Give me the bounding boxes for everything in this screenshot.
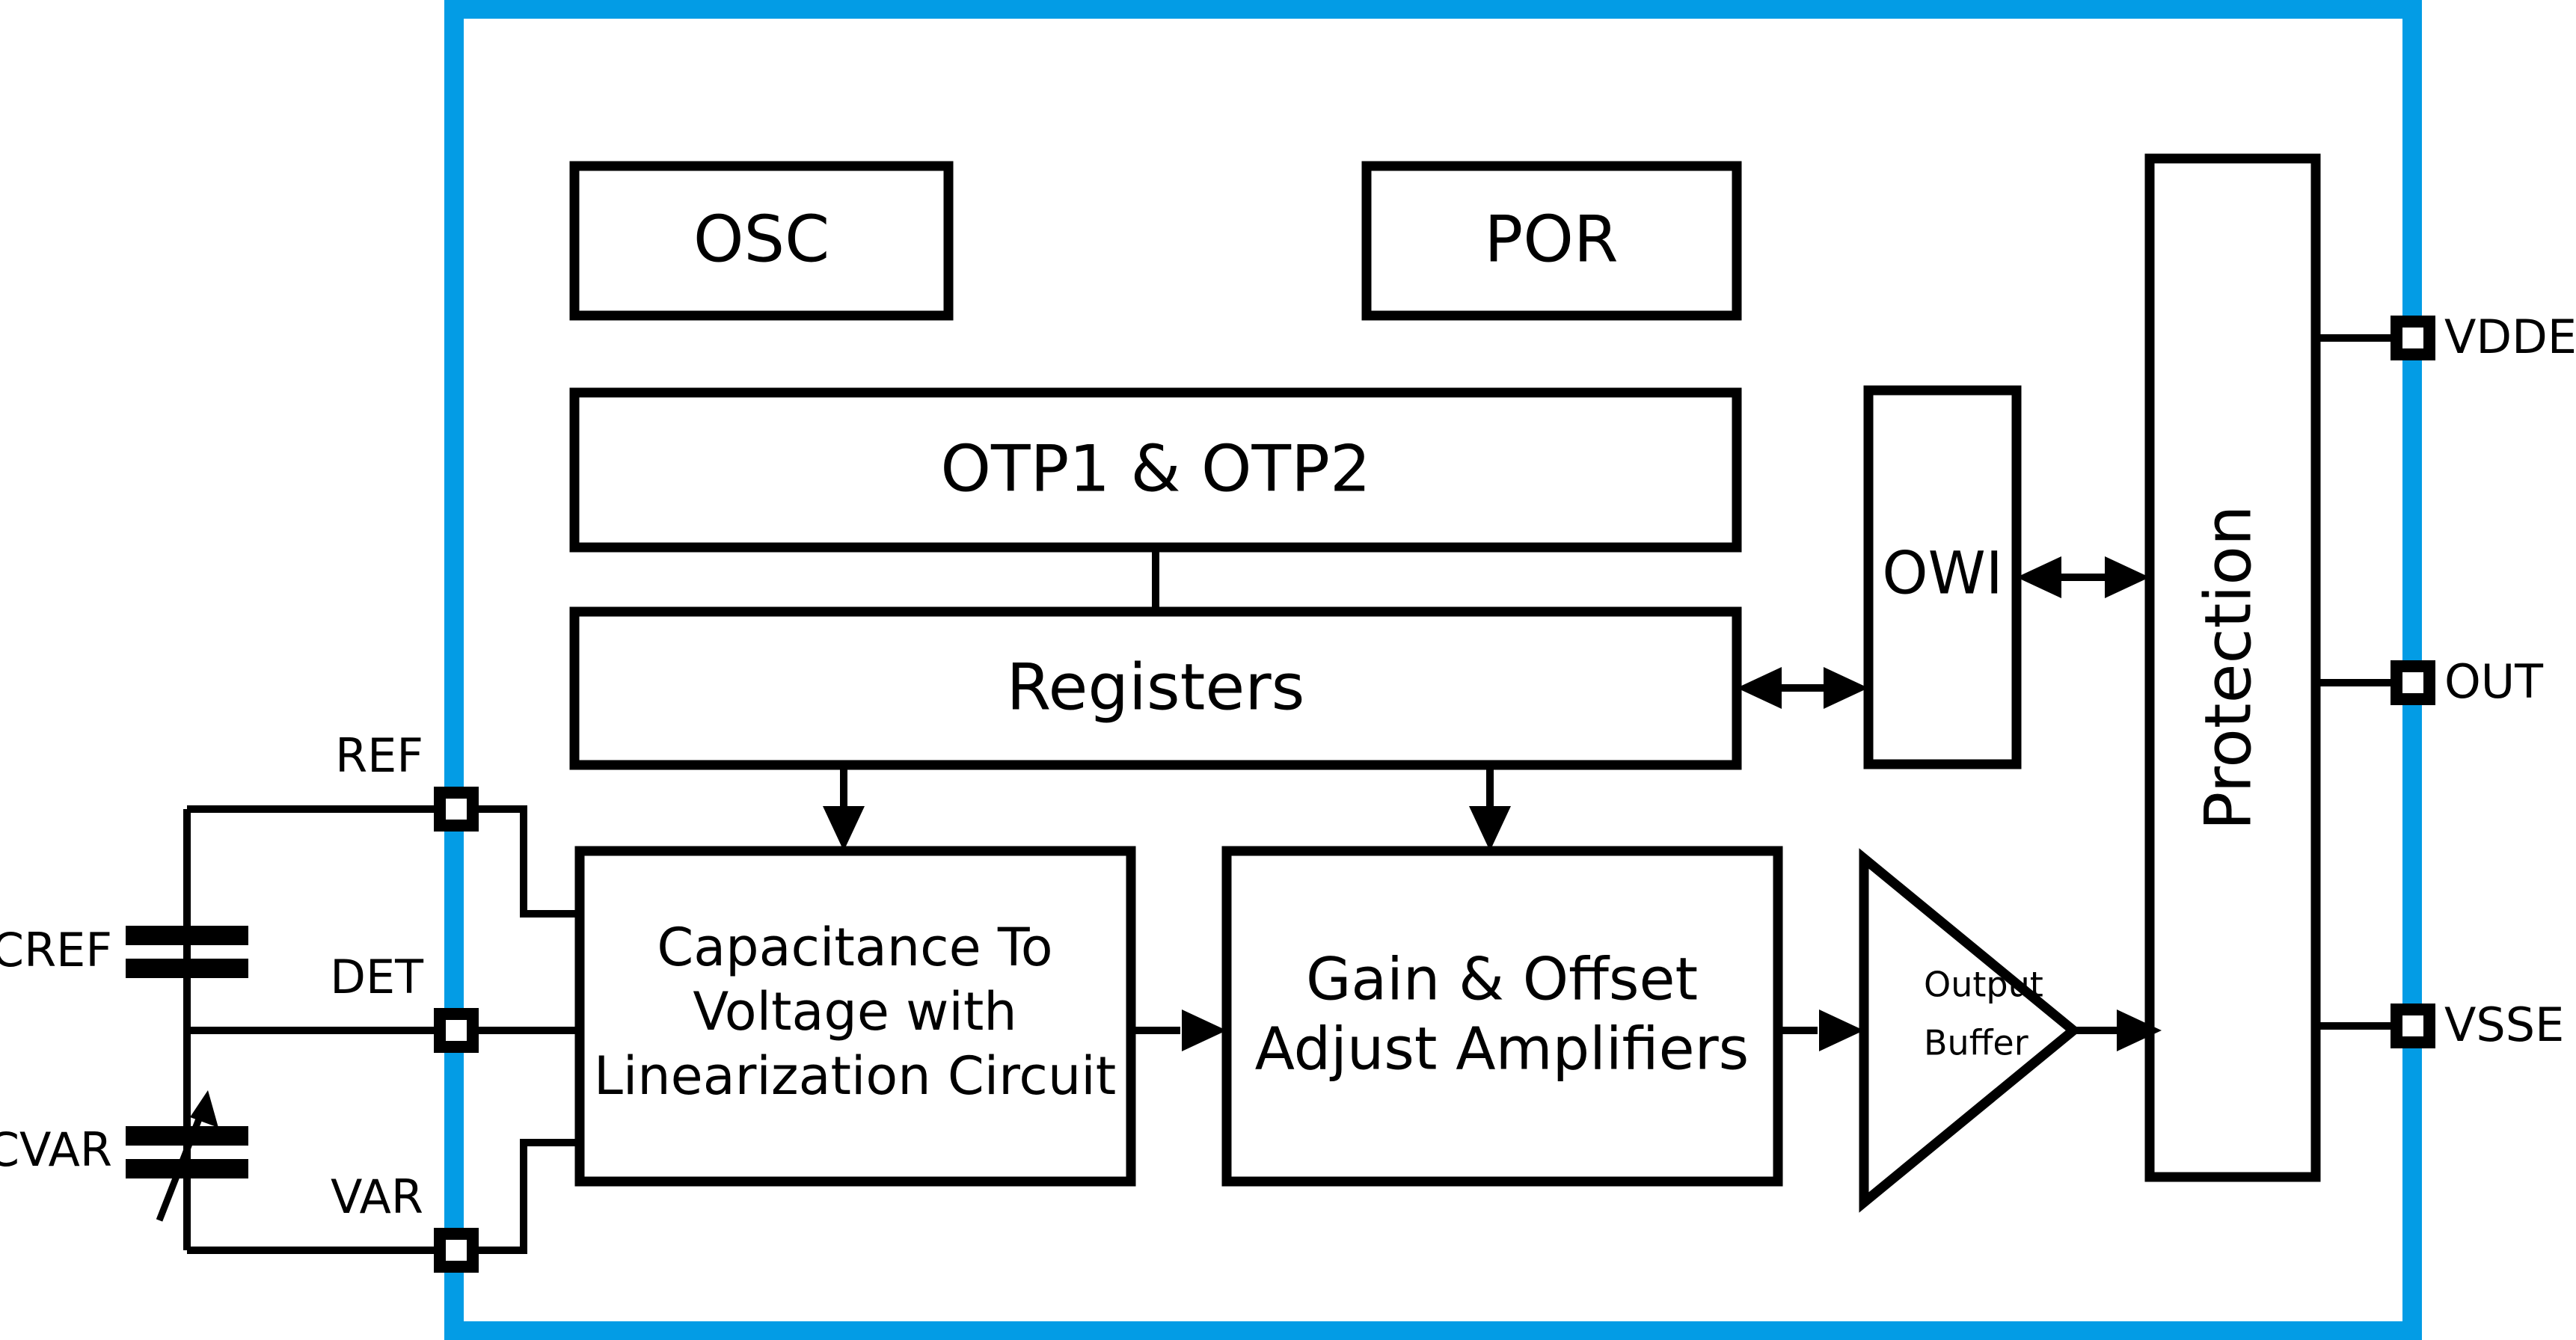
block-c2v-line2: Voltage with [693, 981, 1016, 1042]
pin-vsse-hole [2402, 1015, 2423, 1036]
pin-det-label: DET [330, 950, 424, 1004]
block-capacitance-to-voltage[interactable] [574, 846, 1136, 1187]
arrow-registers-to-gain [1469, 806, 1511, 851]
block-owi[interactable] [1863, 385, 2022, 769]
block-protection-label: Protection [2191, 505, 2266, 830]
block-otp-label: OTP1 & OTP2 [940, 431, 1370, 506]
cvar-variability-arrow-head [190, 1090, 218, 1128]
block-otp[interactable] [569, 387, 1742, 553]
arrow-gain-to-buffer [1819, 1009, 1864, 1051]
pin-vdde-label: VDDE [2444, 310, 2576, 364]
cref-plate-bottom [126, 959, 248, 978]
block-output-buffer[interactable] [1859, 848, 2082, 1213]
block-protection[interactable] [2144, 153, 2321, 1182]
pin-vsse-label: VSSE [2444, 998, 2564, 1052]
block-por[interactable] [1361, 161, 1742, 321]
block-output-buffer-line2: Buffer [1924, 1023, 2028, 1063]
cref-plate-top [126, 926, 248, 945]
arrow-owi-to-protection [2105, 556, 2150, 598]
block-registers[interactable] [569, 606, 1742, 770]
block-gain-line1: Gain & Offset [1306, 946, 1698, 1013]
block-c2v-line3: Linearization Circuit [594, 1045, 1116, 1107]
arrow-c2v-to-gain [1182, 1009, 1227, 1051]
arrow-buffer-to-protection [2117, 1009, 2162, 1051]
block-registers-label: Registers [1007, 650, 1305, 725]
pin-var-label: VAR [331, 1170, 423, 1224]
pin-out-label: OUT [2444, 654, 2544, 709]
pin-var-hole [446, 1240, 467, 1261]
cvar-label: CVAR [0, 1122, 112, 1177]
arrow-registers-to-c2v [823, 806, 865, 851]
block-c2v-line1: Capacitance To [657, 917, 1052, 978]
wire-var-to-c2v [479, 1139, 580, 1254]
wire-ref-to-c2v [479, 805, 580, 918]
block-por-label: POR [1484, 202, 1618, 277]
block-gain-line2: Adjust Amplifiers [1255, 1015, 1749, 1083]
pin-out-hole [2402, 672, 2423, 693]
cvar-plate-bottom [126, 1159, 248, 1178]
pin-vdde-hole [2402, 328, 2423, 348]
cvar-variability-arrow-shaft [156, 1102, 209, 1222]
pin-ref-label: REF [335, 728, 423, 783]
pin-ref-hole [446, 799, 467, 820]
block-osc-label: OSC [693, 202, 829, 277]
block-osc[interactable] [569, 161, 954, 321]
arrow-protection-to-owi [2017, 556, 2061, 598]
block-gain-offset-amplifiers[interactable] [1221, 846, 1783, 1187]
arrow-registers-to-owi [1824, 667, 1868, 709]
cref-label: CREF [0, 923, 112, 977]
block-output-buffer-line1: Output [1924, 965, 2043, 1005]
pin-det-hole [446, 1020, 467, 1041]
block-owi-label: OWI [1882, 540, 2003, 607]
arrow-owi-to-registers [1737, 667, 1782, 709]
